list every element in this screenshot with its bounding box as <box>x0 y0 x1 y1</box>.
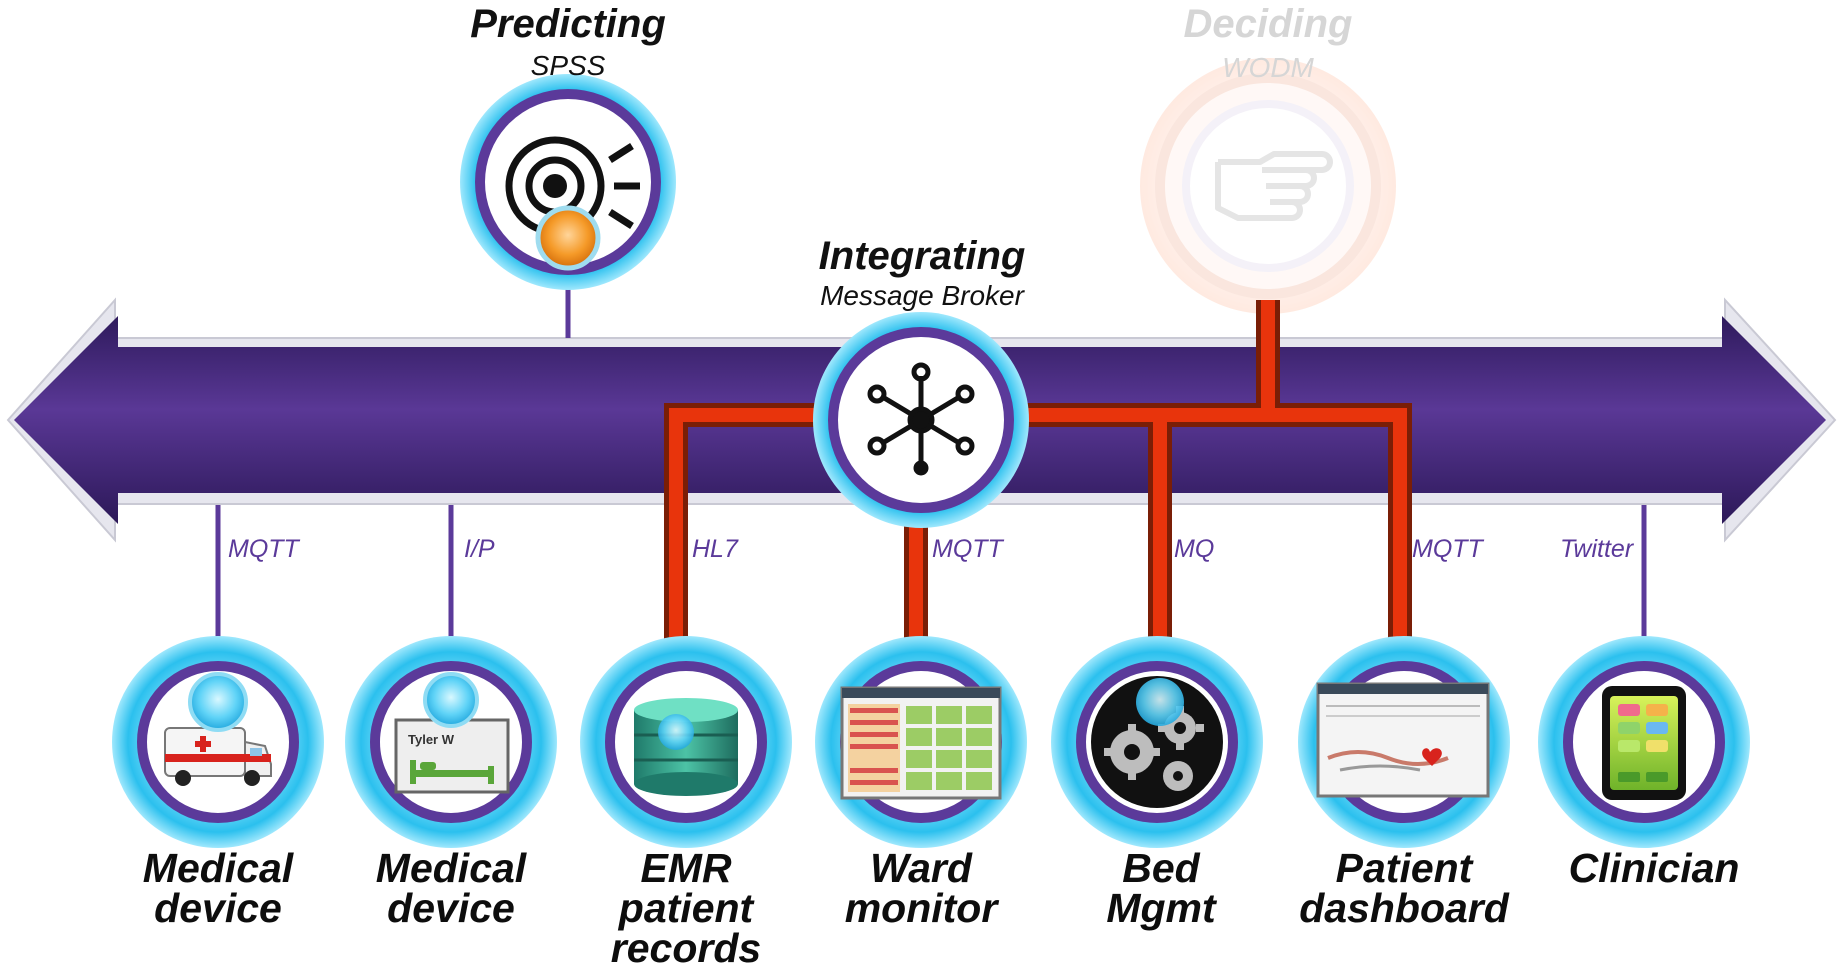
node-label-line: Clinician <box>1568 845 1740 891</box>
predicting-title: Predicting <box>470 2 666 46</box>
predicting-node <box>460 74 676 290</box>
monitor-screen-icon <box>840 686 1002 800</box>
node-label-line: patient <box>618 885 754 931</box>
node-label-line: records <box>610 925 762 971</box>
node-label-bed-mgmt: Bed Mgmt <box>1041 845 1281 931</box>
node-label-line: Medical <box>142 845 294 891</box>
protocol-label-3: HL7 <box>692 535 738 563</box>
prediction-indicator <box>535 205 601 271</box>
node-label-ward-monitor: Ward monitor <box>801 845 1041 931</box>
node-label-line: Bed <box>1122 845 1200 891</box>
node-ward-monitor <box>815 636 1027 848</box>
bed-name-tag: Tyler W <box>408 732 455 747</box>
node-bed-mgmt <box>1051 636 1263 848</box>
protocol-label-1: MQTT <box>228 535 299 563</box>
integrating-title: Integrating <box>818 234 1026 278</box>
dashboard-screen-icon <box>1316 682 1490 798</box>
node-label-line: device <box>387 885 515 931</box>
node-label-patient-dashboard: Patient dashboard <box>1284 845 1524 931</box>
protocol-label-6: MQTT <box>1412 535 1483 563</box>
node-label-clinician: Clinician <box>1534 845 1774 891</box>
network-hub-icon <box>867 362 975 476</box>
node-label-medical-device-1: Medical device <box>98 845 338 931</box>
node-label-line: Ward <box>870 845 972 891</box>
node-clinician <box>1538 636 1750 848</box>
protocol-label-5: MQ <box>1174 535 1215 563</box>
predicting-subtitle: SPSS <box>530 50 606 81</box>
gears-icon <box>1104 706 1204 791</box>
database-icon <box>634 698 738 796</box>
node-medical-device-1 <box>112 636 324 848</box>
tablet-icon <box>1602 686 1686 800</box>
integrating-subtitle: Message Broker <box>820 280 1024 311</box>
integrating-node <box>813 312 1029 528</box>
node-patient-dashboard <box>1298 636 1510 848</box>
node-label-line: Medical <box>375 845 527 891</box>
node-label-emr: EMR patient records <box>566 845 806 971</box>
node-label-line: Mgmt <box>1106 885 1216 931</box>
deciding-subtitle: WODM <box>1222 52 1314 83</box>
node-label-line: device <box>154 885 282 931</box>
node-label-line: Patient <box>1335 845 1473 891</box>
node-medical-device-2: Tyler W <box>345 636 557 848</box>
protocol-label-4: MQTT <box>932 535 1003 563</box>
node-label-line: monitor <box>844 885 998 931</box>
node-emr <box>580 636 792 848</box>
protocol-label-7: Twitter <box>1560 535 1634 563</box>
deciding-title: Deciding <box>1183 2 1353 46</box>
hospital-bed-icon: Tyler W <box>394 718 510 794</box>
node-label-line: EMR <box>640 845 732 891</box>
node-label-line: dashboard <box>1299 885 1509 931</box>
node-label-medical-device-2: Medical device <box>331 845 571 931</box>
protocol-label-2: I/P <box>464 535 495 563</box>
pointing-hand-icon <box>1215 151 1333 221</box>
